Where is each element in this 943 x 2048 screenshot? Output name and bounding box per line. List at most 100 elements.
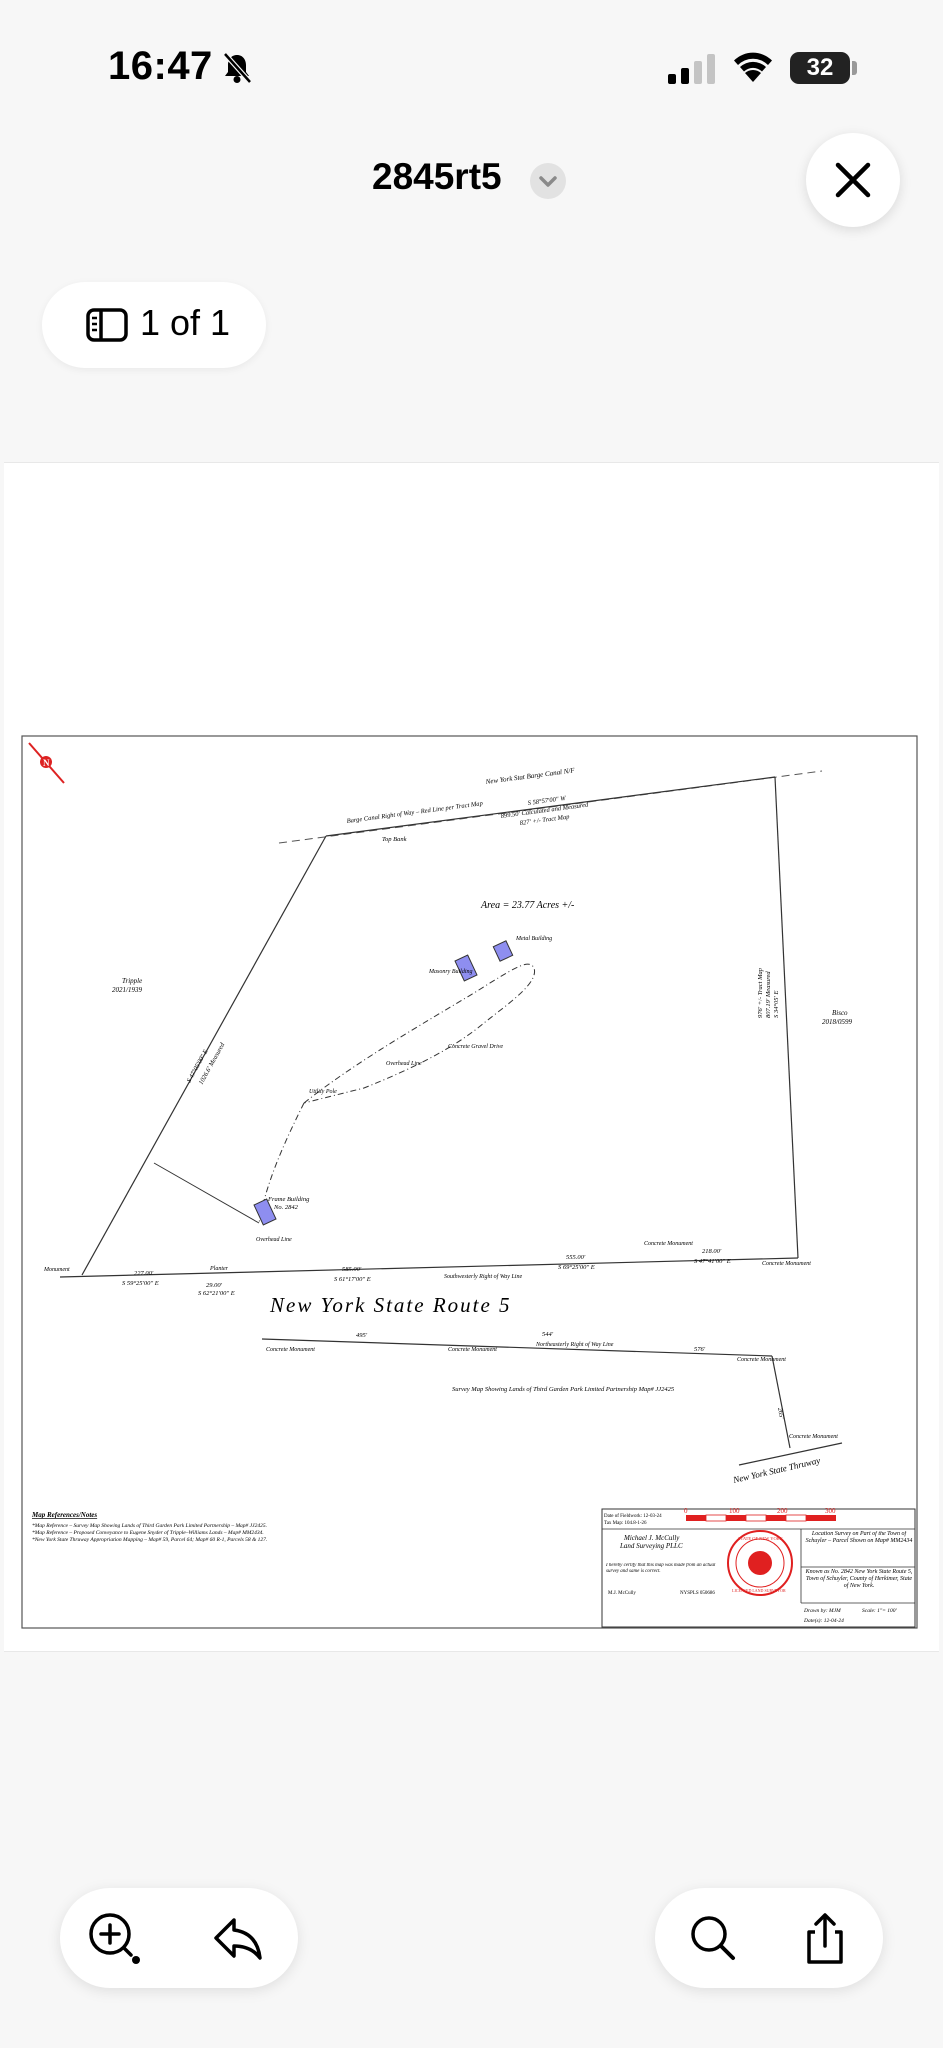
scale-label: Scale: 1"= 100' (862, 1608, 898, 1614)
known-as: Known as No. 2842 New York State Route 5… (805, 1569, 913, 1589)
route-label: New York State Route 5 (269, 1293, 512, 1317)
survey-map: N New York Stat Barge Canal N/F Barge Ca… (21, 735, 918, 1629)
close-icon (835, 162, 871, 198)
frame-building-no: No. 2842 (273, 1204, 299, 1211)
location-desc: Location Survey on Part of the Town of S… (805, 1531, 913, 1544)
tripple-owner: Tripple (122, 977, 142, 985)
page-counter-button[interactable]: 1 of 1 (42, 282, 266, 368)
thruway-dist: 265' (776, 1407, 785, 1420)
dist-218: 218.00' (702, 1248, 722, 1255)
utility-pole-label: Utility Pole (309, 1089, 337, 1095)
dist-555: 555.00' (566, 1254, 586, 1261)
bearing-s62: S 62°21'00" E (198, 1290, 235, 1297)
ne-row-label: Northeasterly Right of Way Line (535, 1341, 614, 1348)
metal-building-shape (492, 940, 514, 962)
dist-585: 585.00' (342, 1266, 362, 1273)
status-bar: 16:47 32 (0, 0, 943, 140)
gravel-drive-label: Concrete Gravel Drive (448, 1044, 503, 1050)
document-page[interactable]: N New York Stat Barge Canal N/F Barge Ca… (4, 462, 939, 1652)
top-bank-label: Top Bank (382, 836, 407, 843)
east-tract: 976' +/- Tract Map (757, 967, 764, 1018)
reply-button[interactable] (210, 1910, 266, 1966)
tripple-liber: 2021/1939 (112, 986, 142, 994)
surveyor-company: Land Surveying PLLC (619, 1542, 683, 1550)
tax-map: Tax Map: 104.8-1-26 (604, 1521, 647, 1526)
markup-button[interactable] (86, 1910, 142, 1966)
license-no: NYSPLS 050686 (680, 1591, 715, 1596)
sidebar-icon (86, 308, 128, 342)
barge-canal-label: New York Stat Barge Canal N/F (484, 766, 576, 786)
area-label: Area = 23.77 Acres +/- (480, 900, 574, 911)
concrete-monument-label-6: Concrete Monument (789, 1434, 838, 1440)
masonry-building-shape (454, 954, 478, 982)
concrete-monument-label-5: Concrete Monument (737, 1357, 786, 1363)
bearing-s69: S 69°25'00" E (558, 1264, 595, 1271)
masonry-building-label: Masonry Building (428, 969, 473, 975)
search-icon (691, 1916, 735, 1960)
east-bearing: S 34°05' E (773, 991, 780, 1018)
scale-tick-0: 0 (684, 1507, 688, 1515)
page-counter-label: 1 of 1 (140, 302, 231, 343)
bisco-owner: Bisco (832, 1009, 848, 1017)
north-arrow-icon: N (28, 742, 65, 784)
overhead-line-label-2: Overhead Line (256, 1237, 292, 1243)
document-title[interactable]: 2845rt5 (372, 156, 502, 197)
license-name: M.J. McCully (608, 1591, 636, 1596)
frame-building-shape (253, 1198, 277, 1226)
close-button[interactable] (806, 133, 900, 227)
dist-227: 227.00' (134, 1270, 154, 1277)
cellular-signal-icon (668, 54, 715, 84)
reply-icon (214, 1918, 262, 1960)
bottom-toolbar-left (60, 1888, 298, 1988)
scale-tick-100: 100 (729, 1507, 740, 1515)
map-refs-title: Map References/Notes (31, 1511, 97, 1519)
date-label: Date(s): 12-04-24 (803, 1617, 844, 1624)
bearing-s47: S 47°41'00" E (694, 1258, 731, 1265)
certification: I hereby certify that this map was made … (606, 1563, 716, 1574)
sw-row-label: Southwesterly Right of Way Line (444, 1273, 522, 1280)
search-button[interactable] (685, 1910, 741, 1966)
surveyor-seal-icon: STATE OF NEW YORK LICENSED LAND SURVEYOR (727, 1530, 793, 1596)
concrete-monument-label-1: Concrete Monument (644, 1241, 693, 1247)
canal-row-label: Barge Canal Right of Way – Red Line per … (346, 800, 484, 825)
dist-29: 29.00' (206, 1282, 223, 1289)
bearing-s61: S 61°17'00" E (334, 1276, 371, 1283)
south-dist-a: 495' (356, 1332, 368, 1339)
metal-building-label: Metal Building (515, 936, 552, 942)
frame-building-label: Frame Building (267, 1196, 310, 1203)
share-icon (807, 1913, 843, 1964)
fieldwork-date: Date of Fieldwork: 12-03-24 (604, 1514, 662, 1519)
north-label: N (43, 758, 50, 768)
thruway-label: New York State Thruway (731, 1455, 821, 1485)
status-time: 16:47 (108, 44, 213, 88)
bottom-toolbar-right (655, 1888, 883, 1988)
south-dist-b: 544' (542, 1331, 554, 1338)
bell-slash-icon (223, 52, 252, 84)
bisco-liber: 2018/0599 (822, 1018, 852, 1026)
planter-label: Planter (209, 1266, 229, 1272)
drawn-by: Drawn by: MJM (803, 1608, 841, 1614)
seal-text: STATE OF NEW YORK (738, 1536, 784, 1541)
battery-cap (852, 61, 857, 75)
title-menu-button[interactable] (530, 163, 566, 199)
wifi-icon (734, 52, 772, 82)
chevron-down-icon (539, 176, 557, 187)
battery-icon: 32 (790, 52, 850, 84)
east-measured: 807.19' Measured (765, 971, 772, 1018)
scale-tick-300: 300 (825, 1507, 836, 1515)
share-button[interactable] (797, 1910, 853, 1966)
map-refs-body: *Map Reference – Survey Map Showing Land… (32, 1523, 268, 1543)
markup-icon (89, 1913, 140, 1964)
survey-map-note: Survey Map Showing Lands of Third Garden… (452, 1386, 675, 1393)
concrete-monument-label-3: Concrete Monument (266, 1347, 315, 1353)
bearing-s59: S 59°25'00" E (122, 1280, 159, 1287)
bearing-top: S 58°57'00" W (527, 795, 566, 807)
seal-sub: LICENSED LAND SURVEYOR (732, 1588, 786, 1593)
surveyor-name: Michael J. McCully (623, 1534, 680, 1542)
south-dist-c: 576' (694, 1346, 706, 1353)
scale-tick-200: 200 (777, 1507, 788, 1515)
concrete-monument-label-2: Concrete Monument (762, 1261, 811, 1267)
overhead-line-label: Overhead Line (386, 1061, 422, 1067)
scale-bar: 0 100 200 300 (684, 1507, 836, 1522)
monument-label: Monument (43, 1267, 70, 1273)
